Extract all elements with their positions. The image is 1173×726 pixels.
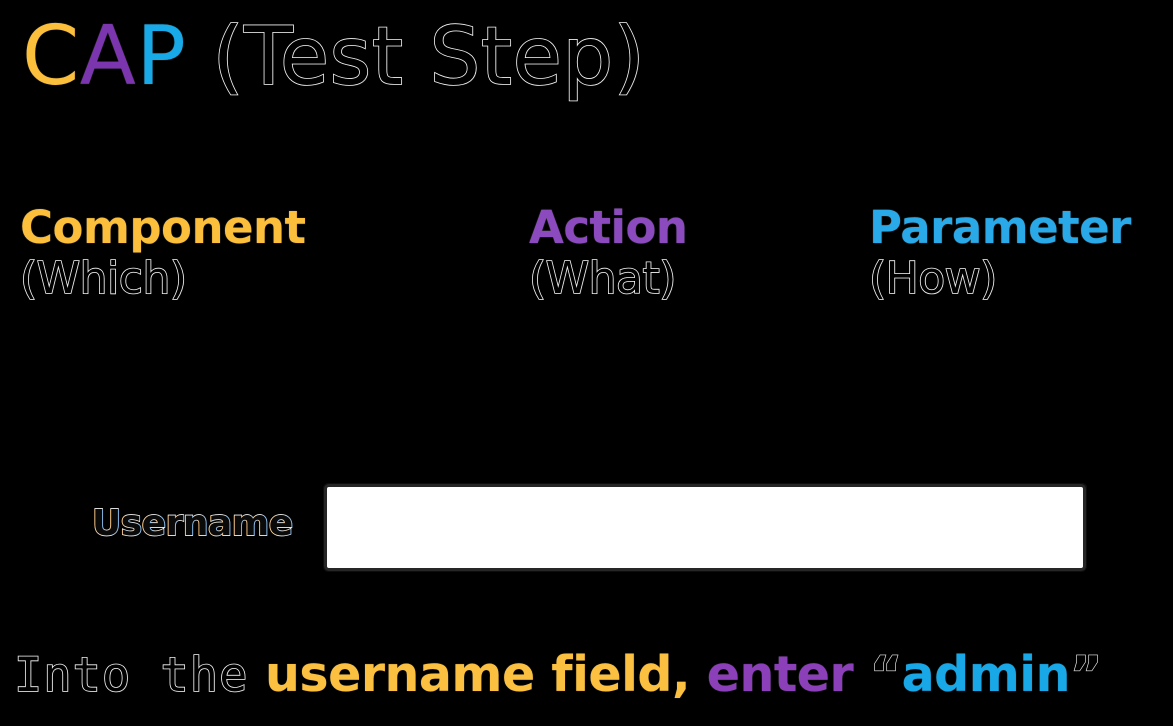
column-parameter-sub: (How) bbox=[868, 252, 998, 304]
column-action-word: Action bbox=[529, 201, 688, 254]
title-suffix: (Test Step) bbox=[212, 10, 646, 103]
caption-quote-close: ” bbox=[1069, 646, 1103, 703]
column-parameter-word: Parameter bbox=[869, 201, 1131, 254]
page-title: CAP(Test Step) bbox=[22, 14, 646, 99]
caption-action-phrase: enter bbox=[706, 646, 854, 703]
acronym-letter-a: A bbox=[79, 9, 137, 104]
column-component-sub: (Which) bbox=[19, 252, 188, 304]
caption-lead: Into the bbox=[13, 648, 249, 703]
caption-sentence: Into the username field, enter “admin” bbox=[13, 646, 1103, 703]
column-action: Action (What) bbox=[528, 201, 688, 304]
acronym-letter-c: C bbox=[22, 9, 80, 104]
caption-parameter-phrase: admin bbox=[901, 646, 1071, 703]
column-component: Component (Which) bbox=[19, 201, 306, 304]
caption-component-phrase: username field, bbox=[265, 646, 691, 703]
column-component-word: Component bbox=[20, 201, 306, 254]
column-action-sub: (What) bbox=[528, 252, 677, 304]
username-input[interactable] bbox=[327, 487, 1083, 568]
username-field-label: Username bbox=[91, 502, 294, 545]
acronym-letter-p: P bbox=[136, 9, 187, 104]
column-parameter: Parameter (How) bbox=[868, 201, 1131, 304]
caption-quote-open: “ bbox=[869, 646, 903, 703]
